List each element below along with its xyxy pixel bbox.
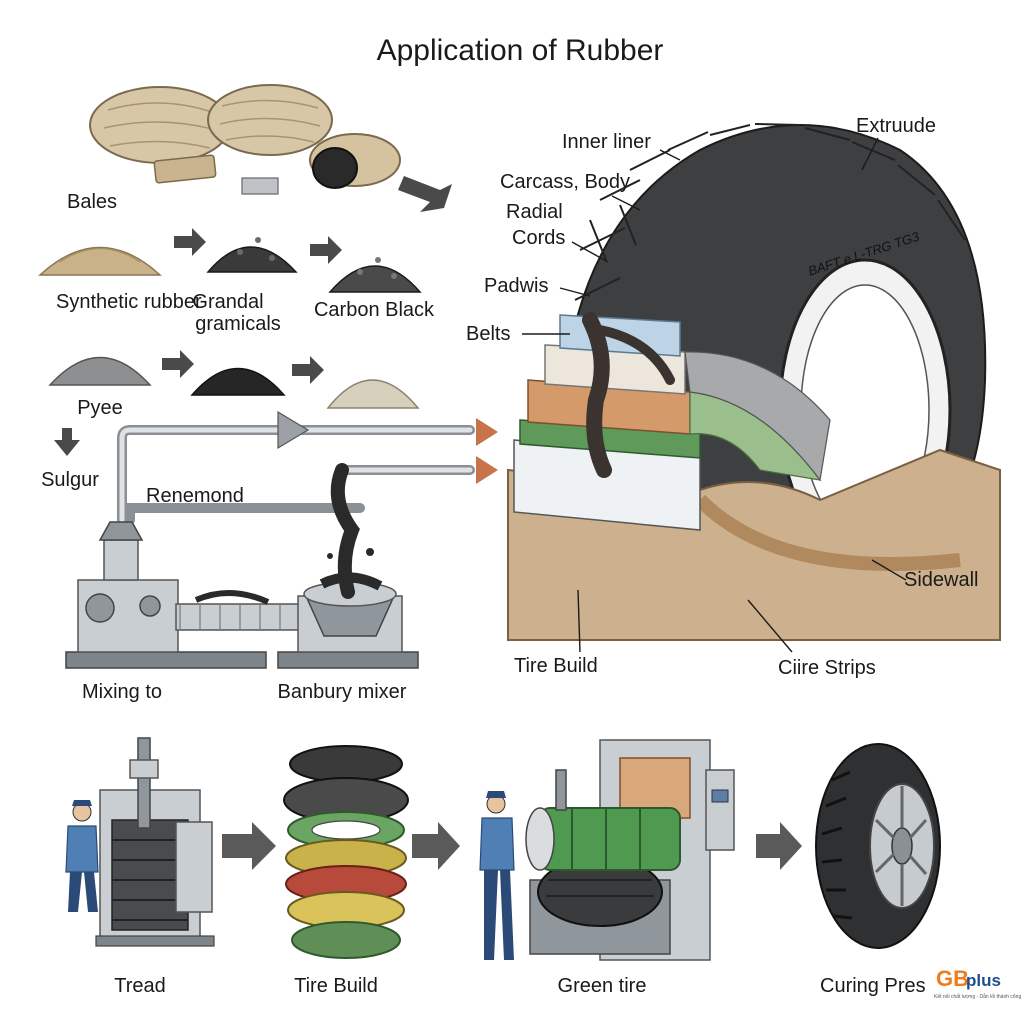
granules-pile bbox=[206, 237, 298, 273]
label-carbon-black: Carbon Black bbox=[314, 299, 435, 321]
tread-machine-illustration bbox=[65, 737, 215, 947]
arrow-right-icon bbox=[162, 350, 194, 378]
gbplus-logo: GB plus Kết nối chất lượng - Dẫn lối thà… bbox=[934, 966, 1021, 1000]
feed-arrow-lower-icon bbox=[476, 456, 498, 484]
pyee-pile bbox=[48, 356, 152, 386]
finished-tire-illustration bbox=[815, 743, 941, 949]
carbon-black-pile bbox=[328, 257, 422, 293]
label-banbury-mixer: Banbury mixer bbox=[278, 681, 407, 703]
label-carcass-body: Carcass, Body bbox=[500, 171, 630, 193]
tire-build-stack-illustration bbox=[283, 745, 409, 959]
label-tire-build-cutaway: Tire Build bbox=[514, 655, 598, 677]
process-step-label-4: Curing Pres bbox=[820, 975, 926, 997]
feed-arrow-upper-icon bbox=[476, 418, 498, 446]
arrow-right-icon bbox=[174, 228, 206, 256]
label-inner-liner: Inner liner bbox=[562, 131, 651, 153]
label-renemond: Renemond bbox=[146, 485, 244, 507]
arrow-right-icon bbox=[292, 356, 324, 384]
label-sulgur: Sulgur bbox=[41, 469, 99, 491]
banbury-mixer-machine bbox=[277, 463, 419, 669]
process-step-label-1: Tread bbox=[114, 975, 166, 997]
logo-tagline: Kết nối chất lượng - Dẫn lối thành công bbox=[934, 993, 1021, 1000]
black-granules-pile bbox=[190, 367, 286, 396]
label-grandal: Grandal bbox=[192, 291, 263, 313]
arrow-right-icon bbox=[412, 822, 460, 870]
diagram-title: Application of Rubber bbox=[377, 34, 664, 67]
tire-cutaway-illustration: BAFT e L-TRG TG3 bbox=[507, 123, 1001, 641]
label-ciire-strips: Ciire Strips bbox=[778, 657, 876, 679]
label-bales: Bales bbox=[67, 191, 117, 213]
label-pyee: Pyee bbox=[77, 397, 123, 419]
arrow-down-icon bbox=[54, 428, 80, 456]
mixing-machine bbox=[65, 521, 307, 669]
logo-brand-b: plus bbox=[966, 971, 1001, 990]
label-gramicals: gramicals bbox=[195, 313, 281, 335]
pipe-system bbox=[117, 410, 475, 525]
label-belts: Belts bbox=[466, 323, 510, 345]
arrow-right-icon bbox=[756, 822, 802, 870]
label-padwis: Padwis bbox=[484, 275, 548, 297]
label-radial: Radial bbox=[506, 201, 563, 223]
label-extruude: Extruude bbox=[856, 115, 936, 137]
rubber-bales-illustration bbox=[89, 84, 401, 195]
label-mixing-to: Mixing to bbox=[82, 681, 162, 703]
label-sidewall: Sidewall bbox=[904, 569, 978, 591]
label-synthetic-rubber: Synthetic rubber bbox=[56, 291, 202, 313]
label-cords: Cords bbox=[512, 227, 565, 249]
arrow-right-icon bbox=[310, 236, 342, 264]
process-step-label-3: Green tire bbox=[558, 975, 647, 997]
process-step-label-2: Tire Build bbox=[294, 975, 378, 997]
synthetic-rubber-pile bbox=[38, 246, 162, 276]
arrow-right-icon bbox=[222, 822, 276, 870]
logo-brand-a: GB bbox=[936, 966, 969, 991]
green-tire-machine-illustration bbox=[479, 739, 735, 961]
light-granules-pile bbox=[326, 379, 420, 409]
arrow-bales-to-tire bbox=[398, 176, 452, 212]
